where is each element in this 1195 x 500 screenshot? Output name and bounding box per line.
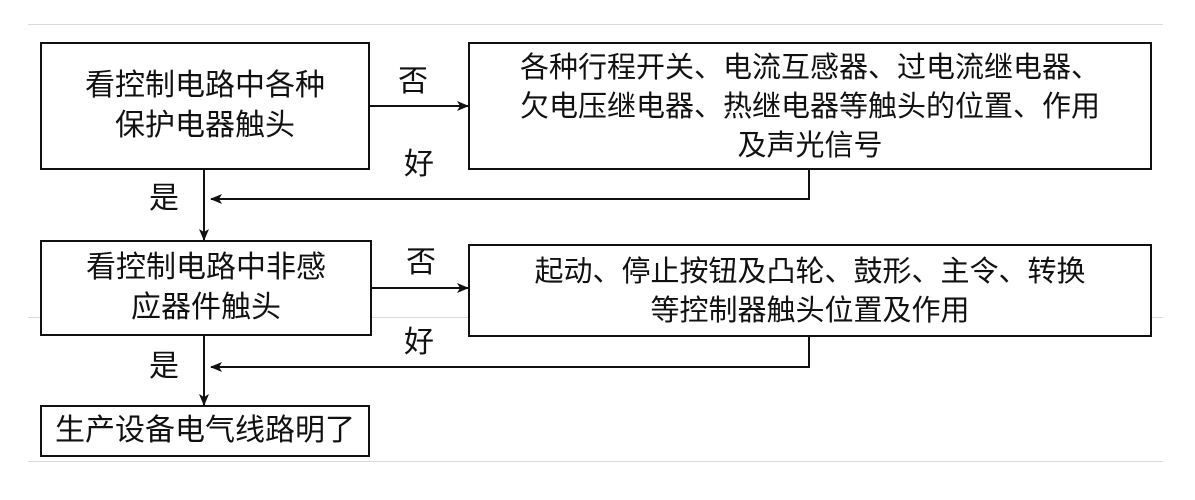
bottom-frame-line — [28, 461, 1163, 462]
good-label-1: 好 — [404, 147, 434, 182]
good-return-path-1 — [210, 170, 810, 204]
nonsensing-detail-text: 起动、停止按钮及凸轮、鼓形、主令、转换 等控制器触头位置及作用 — [534, 253, 1086, 327]
nonsensing-check-box: 看控制电路中非感 应器件触头 — [40, 240, 372, 336]
top-frame-line — [28, 24, 1163, 25]
nonsensing-check-text: 看控制电路中非感 应器件触头 — [86, 250, 326, 325]
good-return-path-2 — [210, 337, 810, 372]
good-label-2: 好 — [404, 325, 434, 360]
yes-label-2: 是 — [149, 349, 179, 384]
protection-check-text: 看控制电路中各种 保护电器触头 — [85, 68, 325, 143]
protection-detail-text: 各种行程开关、电流互感器、过电流继电器、 欠电压继电器、热继电器等触头的位置、作… — [519, 49, 1100, 162]
nonsensing-detail-box: 起动、停止按钮及凸轮、鼓形、主令、转换 等控制器触头位置及作用 — [468, 244, 1152, 337]
result-box: 生产设备电气线路明了 — [40, 405, 370, 457]
yes-label-1: 是 — [149, 181, 179, 216]
no-label-1: 否 — [398, 64, 428, 99]
protection-detail-box: 各种行程开关、电流互感器、过电流继电器、 欠电压继电器、热继电器等触头的位置、作… — [468, 42, 1152, 170]
no-label-2: 否 — [406, 245, 436, 280]
protection-check-box: 看控制电路中各种 保护电器触头 — [40, 42, 370, 170]
result-text: 生产设备电气线路明了 — [55, 413, 355, 448]
